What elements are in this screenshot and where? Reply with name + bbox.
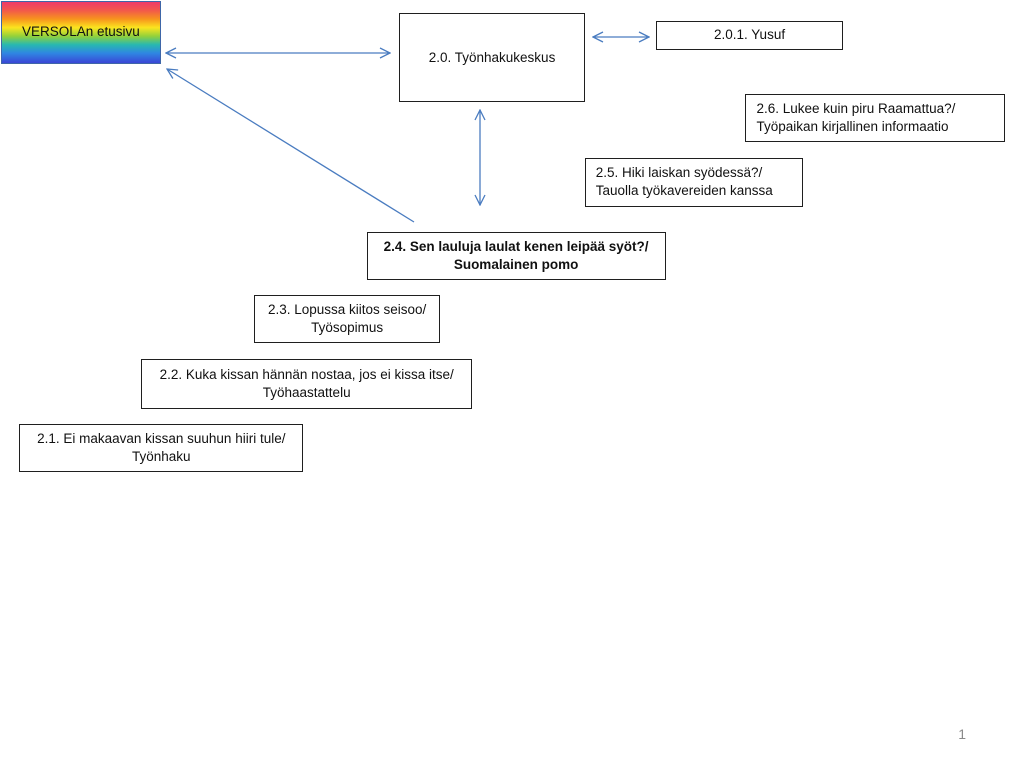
node-label-line2: Tauolla työkavereiden kanssa [595,183,773,199]
node-2-3[interactable]: 2.3. Lopussa kiitos seisoo/ Työsopimus [253,294,441,344]
node-label-line1: 2.5. Hiki laiskan syödessä?/ [595,165,763,181]
node-2-6[interactable]: 2.6. Lukee kuin piru Raamattua?/ Työpaik… [745,93,1005,143]
node-label-line2: Työpaikan kirjallinen informaatio [756,118,949,134]
arrow-n24-home [167,69,415,223]
node-label: 2.0.1. Yusuf [714,27,786,43]
node-label-line1: 2.2. Kuka kissan hännän nostaa, jos ei k… [159,366,454,382]
node-label: 2.0. Työnhakukeskus [428,49,556,65]
node-label-line2: Työsopimus [311,320,384,336]
node-tyonhakukeskus[interactable]: 2.0. Työnhakukeskus [399,13,585,103]
page-number: 1 [958,726,966,742]
node-label-line2: Työnhaku [132,449,191,465]
node-label-line1: 2.3. Lopussa kiitos seisoo/ [267,302,427,318]
node-2-4[interactable]: 2.4. Sen lauluja laulat kenen leipää syö… [366,231,666,280]
node-label-line1: 2.4. Sen lauluja laulat kenen leipää syö… [383,238,649,254]
node-label-line1: 2.6. Lukee kuin piru Raamattua?/ [756,100,956,116]
node-label-line1: 2.1. Ei makaavan kissan suuhun hiiri tul… [37,431,286,447]
node-label-line2: Työhaastattelu [262,384,351,400]
node-2-5[interactable]: 2.5. Hiki laiskan syödessä?/ Tauolla työ… [584,158,803,207]
node-yusuf[interactable]: 2.0.1. Yusuf [656,20,843,50]
node-2-1[interactable]: 2.1. Ei makaavan kissan suuhun hiiri tul… [19,423,304,473]
node-label-line2: Suomalainen pomo [453,256,579,272]
home-link-button[interactable]: VERSOLAn etusivu [1,0,161,64]
home-link-label: VERSOLAn etusivu [21,23,140,39]
node-2-2[interactable]: 2.2. Kuka kissan hännän nostaa, jos ei k… [141,359,473,409]
